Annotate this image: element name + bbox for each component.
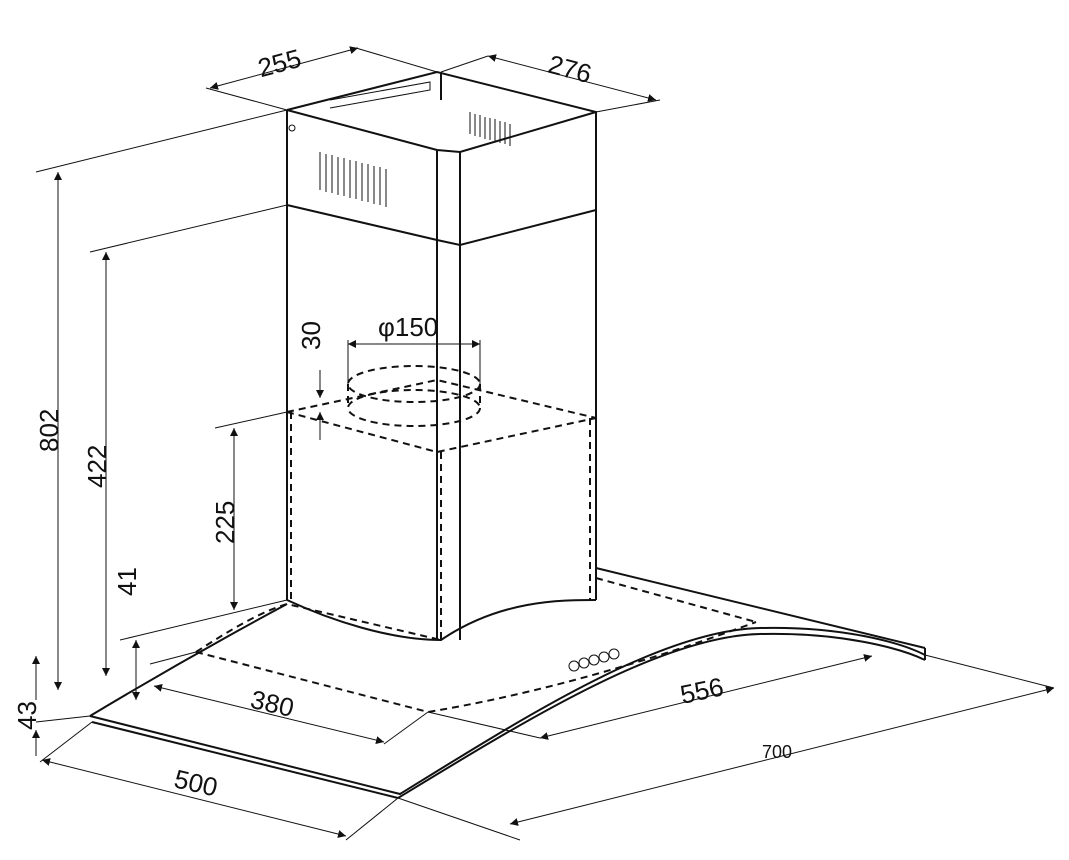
dim-overall-depth: 500 [171,763,220,802]
dim-duct-height: 30 [296,321,326,350]
hidden-lines [195,365,757,714]
dim-inner-width: 380 [248,684,297,723]
control-buttons [568,648,620,672]
dim-lower-height: 225 [210,501,240,544]
dim-top-width: 255 [255,43,305,83]
dim-glass-width: 556 [678,671,727,709]
dim-canopy-height: 41 [112,567,142,596]
dim-duct-diameter: φ150 [378,312,438,342]
dim-chimney-height: 422 [82,445,112,488]
dim-overall-width: 700 [762,742,792,762]
vent-slots-right [469,112,511,146]
dimension-lines [32,46,1055,841]
canopy [89,567,926,799]
dim-top-depth: 276 [545,49,595,89]
dim-total-height: 802 [34,409,64,452]
dim-glass-height: 43 [12,701,42,730]
vent-slots-left [319,152,387,207]
